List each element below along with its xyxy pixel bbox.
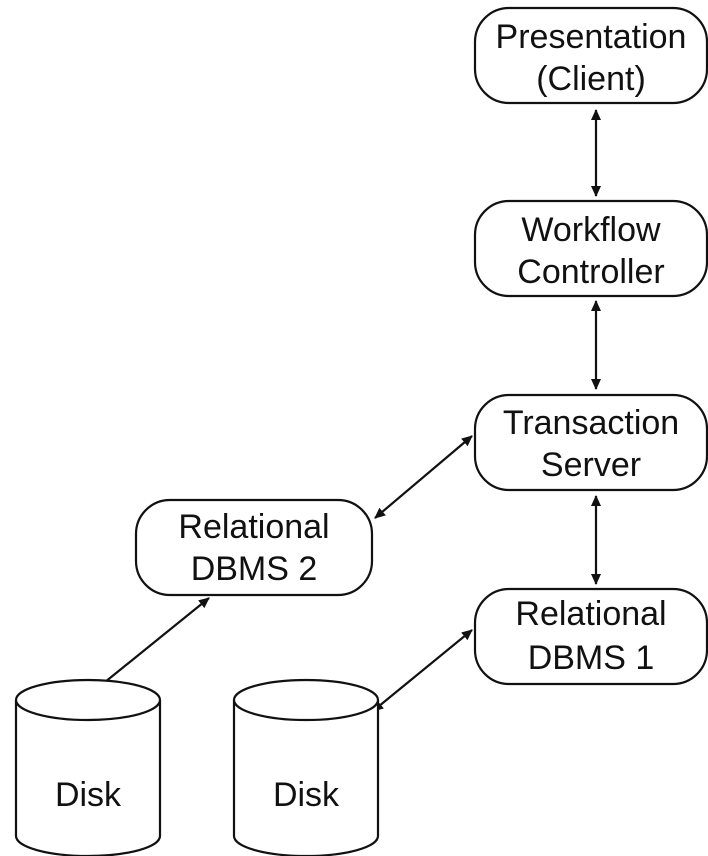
disk-left-label: Disk [55,776,122,814]
node-presentation-line2: (Client) [536,60,646,98]
node-workflow-line1: Workflow [521,211,661,249]
node-dbms2-line1: Relational [178,508,329,546]
node-workflow-line2: Controller [517,253,664,291]
node-dbms1-line2: DBMS 1 [528,639,655,677]
node-workflow-controller: Workflow Controller [473,199,708,298]
edge-transaction-dbms2 [374,435,473,519]
edge-dbms2-disk-left [88,597,210,696]
node-presentation-line1: Presentation [496,18,687,56]
node-dbms1-line1: Relational [515,595,666,633]
edge-dbms1-disk-right [372,629,473,712]
node-transaction-line1: Transaction [503,404,679,442]
node-relational-dbms-2: Relational DBMS 2 [134,498,374,597]
node-relational-dbms-1: Relational DBMS 1 [473,587,708,686]
node-transaction-line2: Server [541,446,641,484]
node-presentation: Presentation (Client) [473,6,708,105]
node-transaction-server: Transaction Server [473,393,708,492]
disk-right-icon: Disk [232,678,380,856]
disk-right-label: Disk [273,776,340,814]
disk-left-icon: Disk [14,678,162,856]
node-dbms2-line2: DBMS 2 [191,550,318,588]
